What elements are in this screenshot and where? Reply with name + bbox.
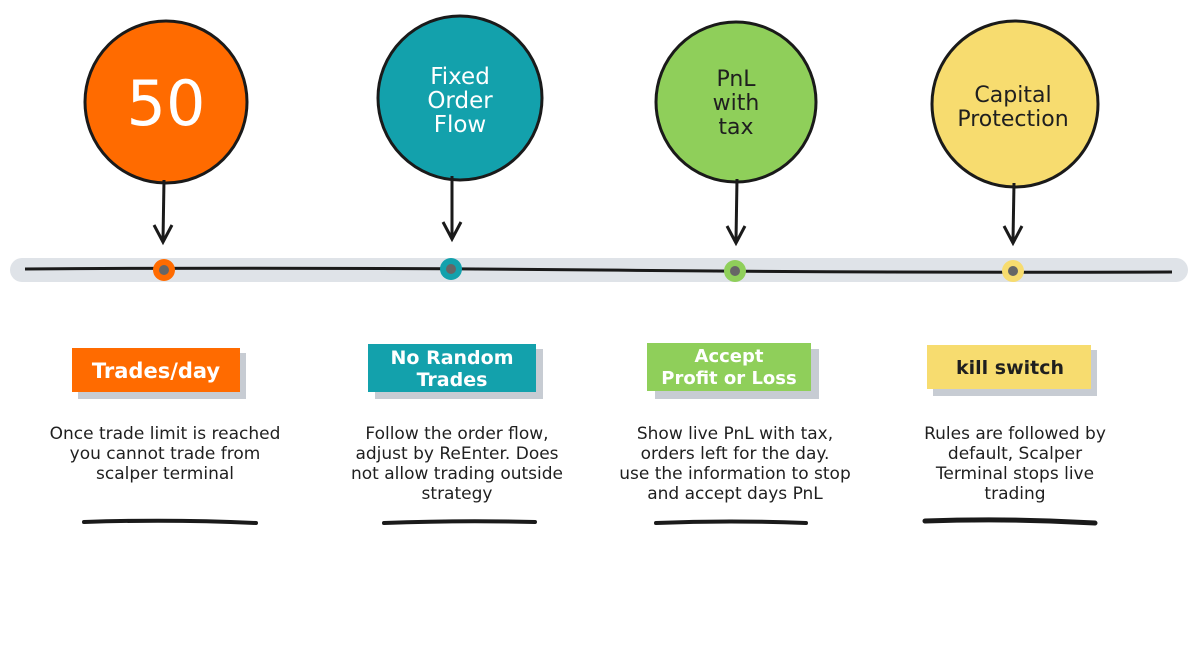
stage-circle-text: 50 — [127, 67, 206, 140]
stage-description-line: you cannot trade from — [70, 444, 261, 464]
stage-description-line: and accept days PnL — [647, 484, 823, 504]
stage-description-line: Rules are followed by — [924, 424, 1106, 444]
stage-fixed-order-flow: Fixed Order Flow No Random Trades Follow… — [351, 14, 563, 525]
stage-description-line: Follow the order flow, — [365, 424, 548, 444]
stage-underline — [82, 518, 258, 525]
timeline-node-center — [1008, 266, 1018, 276]
stage-label-text: Accept — [695, 346, 764, 367]
timeline-node-center — [730, 266, 740, 276]
stage-circle-text: Order — [427, 88, 493, 114]
stage-circle-text: Capital — [974, 83, 1051, 108]
stage-arrow — [734, 178, 739, 241]
stage-description-line: Once trade limit is reached — [50, 424, 281, 444]
timeline-line — [24, 266, 1173, 274]
stage-description-line: not allow trading outside — [351, 464, 563, 484]
stage-circle-text: Flow — [434, 112, 487, 138]
stage-description-line: adjust by ReEnter. Does — [355, 444, 558, 464]
stage-description-line: default, Scalper — [948, 444, 1082, 464]
stage-arrow-head — [152, 224, 174, 246]
stage-description-line: orders left for the day. — [641, 444, 830, 464]
stage-description-line: trading — [984, 484, 1045, 504]
stage-capital-protection: Capital Protection kill switch Rules are… — [922, 19, 1106, 526]
stage-description-line: Show live PnL with tax, — [637, 424, 833, 444]
stage-underline — [654, 519, 808, 525]
stage-underline — [382, 519, 537, 525]
stage-label-text: Profit or Loss — [661, 368, 796, 389]
stage-description-line: use the information to stop — [619, 464, 851, 484]
stage-arrow-head — [441, 221, 463, 243]
stage-arrow-head — [1002, 225, 1024, 247]
stage-label-text: Trades — [417, 369, 488, 391]
timeline-node-center — [159, 265, 169, 275]
stage-circle — [376, 14, 544, 182]
stage-underline — [922, 517, 1098, 526]
stage-circle-text: tax — [718, 115, 753, 140]
stage-label-box — [647, 343, 811, 391]
stage-circle-text: Fixed — [430, 64, 490, 90]
stage-circle-text: Protection — [957, 107, 1068, 132]
stage-arrow — [161, 179, 166, 241]
stage-description-line: Terminal stops live — [935, 464, 1094, 484]
stage-label-box — [368, 344, 536, 392]
stage-circle-text: PnL — [716, 67, 756, 92]
stage-description-line: scalper terminal — [96, 464, 234, 484]
stage-circle — [83, 19, 249, 185]
stage-label-text: Trades/day — [92, 359, 221, 383]
stage-trades-per-day: 50 Trades/day Once trade limit is reache… — [50, 19, 281, 525]
timeline-node-center — [446, 264, 456, 274]
stage-label-text: kill switch — [956, 357, 1064, 379]
stage-arrow-head — [725, 225, 747, 247]
timeline — [10, 258, 1188, 282]
stage-description-line: strategy — [422, 484, 493, 504]
stage-label-box — [72, 348, 240, 392]
stage-label-box — [927, 345, 1091, 389]
stage-arrow — [1011, 182, 1016, 241]
stage-label-text: No Random — [391, 347, 514, 369]
stage-pnl-with-tax: PnL with tax Accept Profit or Loss Show … — [619, 20, 851, 525]
stage-circle-text: with — [713, 91, 760, 116]
